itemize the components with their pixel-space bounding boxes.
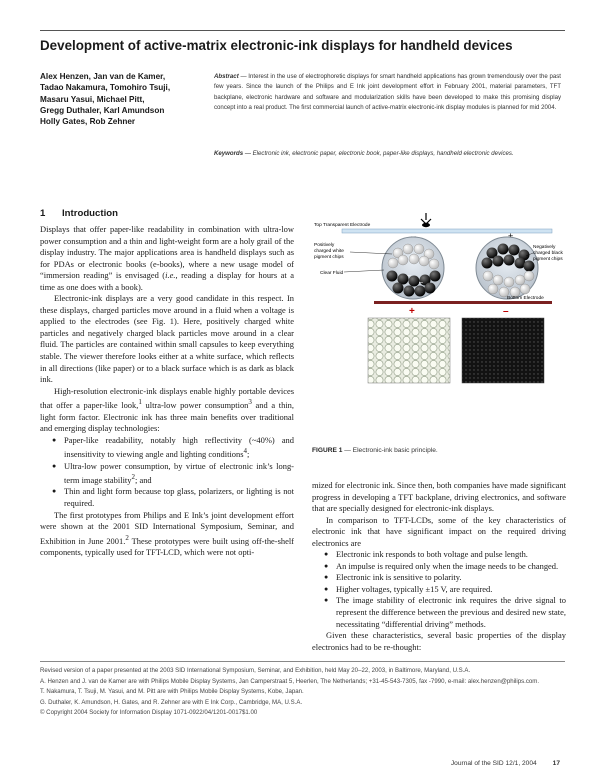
- benefit-list: Paper-like readability, notably high ref…: [40, 435, 294, 510]
- abstract: Abstract — Interest in the use of electr…: [214, 72, 561, 113]
- section-number: 1: [40, 208, 46, 219]
- figure-caption: FIGURE 1 — Electronic-ink basic principl…: [312, 447, 438, 454]
- author-line: Alex Henzen, Jan van de Kamer,: [40, 72, 166, 81]
- svg-text:charged white: charged white: [314, 248, 344, 254]
- paper-title: Development of active-matrix electronic-…: [40, 38, 513, 53]
- figure-1-diagram: – + – –: [314, 213, 563, 384]
- label-bottom-electrode: Bottom Electrode: [507, 295, 544, 301]
- black-particles: [386, 270, 441, 297]
- list-item: An impulse is required only when the ima…: [312, 561, 566, 573]
- list-item: Thin and light form because top glass, p…: [40, 486, 294, 509]
- white-particles: [387, 243, 440, 270]
- left-column: Displays that offer paper-like readabili…: [40, 224, 294, 559]
- page-footer: Journal of the SID 12/1, 2004 17: [451, 760, 560, 767]
- author-list: Alex Henzen, Jan van de Kamer, Tadao Nak…: [40, 71, 210, 127]
- list-item: Electronic ink responds to both voltage …: [312, 549, 566, 561]
- svg-text:charged black: charged black: [533, 250, 563, 256]
- footnote: G. Duthaler, K. Amundson, H. Gates, and …: [40, 698, 303, 706]
- right-column: mized for electronic ink. Since then, bo…: [312, 480, 566, 653]
- author-line: Holly Gates, Rob Zehner: [40, 117, 136, 127]
- bottom-electrode: [374, 301, 552, 304]
- label-clear-fluid: Clear Fluid: [320, 270, 344, 276]
- author-line: Masaru Yasui, Michael Pitt,: [40, 94, 145, 104]
- header-rule: [40, 30, 565, 31]
- viewer-eye-icon: [420, 213, 432, 228]
- footnote: Revised version of a paper presented at …: [40, 667, 471, 674]
- minus-sign: –: [411, 231, 416, 241]
- list-item: The image stability of electronic ink re…: [312, 595, 566, 630]
- abstract-label: Abstract: [214, 73, 239, 80]
- svg-text:pigment chips: pigment chips: [533, 256, 563, 262]
- list-item: Electronic ink is sensitive to polarity.: [312, 572, 566, 584]
- paragraph: In comparison to TFT-LCDs, some of the k…: [312, 514, 566, 548]
- footnotes: Revised version of a paper presented at …: [40, 666, 566, 719]
- characteristics-list: Electronic ink responds to both voltage …: [312, 549, 566, 630]
- paragraph: Electronic-ink displays are a very good …: [40, 293, 294, 385]
- paragraph: High-resolution electronic-ink displays …: [40, 385, 294, 434]
- top-electrode: [341, 228, 553, 234]
- footnote-rule: [40, 661, 565, 662]
- paragraph: Displays that offer paper-like readabili…: [40, 224, 294, 292]
- section-heading: 1 Introduction: [40, 208, 118, 219]
- svg-text:pigment chips: pigment chips: [314, 254, 344, 260]
- micrograph-white-state: [367, 317, 451, 384]
- label-top-electrode: Top Transparent Electrode: [314, 222, 371, 228]
- svg-text:–: –: [407, 272, 411, 279]
- footnote: A. Henzen and J. van de Kamer are with P…: [40, 677, 540, 685]
- micrograph-black-state: [461, 317, 545, 384]
- keywords-text: — Electronic ink, electronic paper, elec…: [243, 150, 514, 157]
- page-number: 17: [552, 760, 560, 767]
- keywords-label: Keywords: [214, 150, 244, 157]
- paragraph: The first prototypes from Philips and E …: [40, 509, 294, 558]
- svg-text:–: –: [419, 279, 423, 286]
- section-title: Introduction: [62, 208, 118, 219]
- plus-sign-bottom: +: [409, 306, 415, 317]
- list-item: Higher voltages, typically ±15 V, are re…: [312, 584, 566, 596]
- paragraph: Given these characteristics, several bas…: [312, 630, 566, 652]
- abstract-text: — Interest in the use of electrophoretic…: [214, 73, 561, 111]
- author-line: Tadao Nakamura, Tomohiro Tsuji,: [40, 83, 171, 93]
- author-line: Gregg Duthaler, Karl Amundson: [40, 105, 165, 115]
- minus-sign-bottom: –: [503, 306, 509, 317]
- white-particles-bottom: [482, 270, 535, 298]
- label-white-chips: Positively: [314, 242, 335, 248]
- list-item: Ultra-low power consumption, by virtue o…: [40, 461, 294, 487]
- journal-citation: Journal of the SID 12/1, 2004: [450, 760, 537, 767]
- keywords: Keywords — Electronic ink, electronic pa…: [214, 149, 561, 159]
- footnote: © Copyright 2004 Society for Information…: [40, 709, 258, 716]
- paragraph: mized for electronic ink. Since then, bo…: [312, 480, 566, 514]
- list-item: Paper-like readability, notably high ref…: [40, 435, 294, 461]
- footnote: T. Nakamura, T. Tsuji, M. Yasui, and M. …: [40, 688, 304, 695]
- label-black-chips: Negatively: [533, 244, 556, 250]
- black-particles-top: [481, 243, 535, 272]
- plus-sign: +: [508, 231, 513, 241]
